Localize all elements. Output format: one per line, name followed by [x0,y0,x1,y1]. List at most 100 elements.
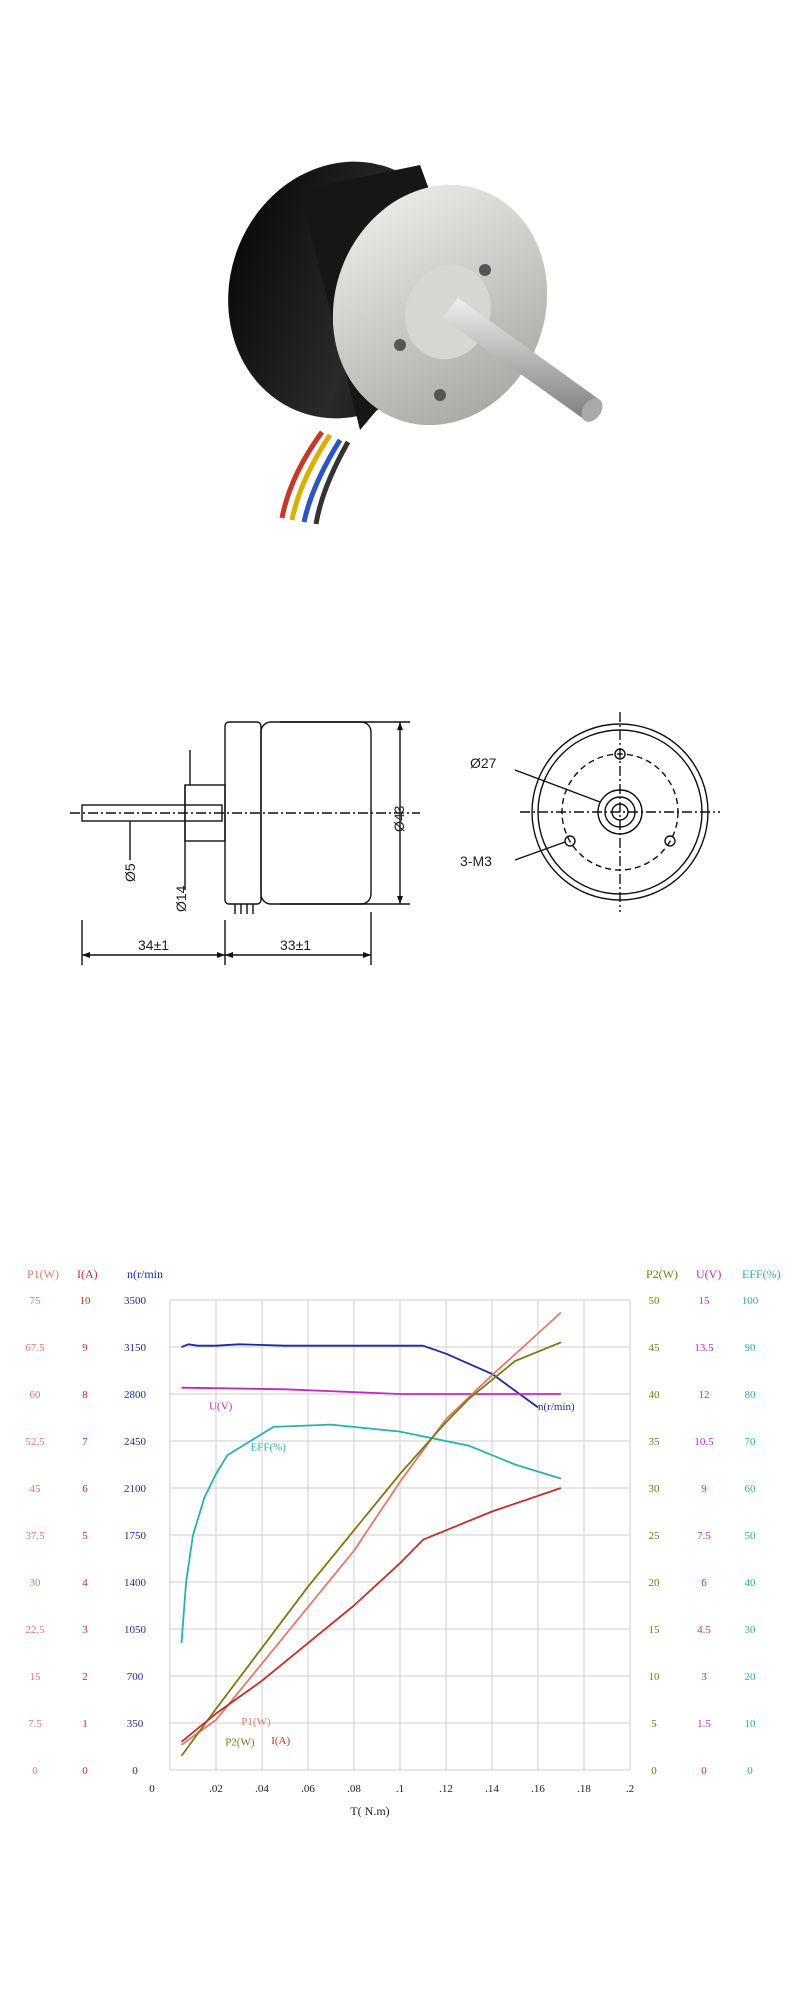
performance-chart: P1(W)07.51522.53037.54552.56067.575I(A)0… [25,1267,781,1818]
tick-label-n: 700 [127,1671,144,1683]
tick-label-P1: 60 [30,1389,42,1401]
tick-label-P2: 40 [649,1389,661,1401]
tick-label-U: 13.5 [694,1342,714,1354]
tick-label-P2: 0 [651,1765,657,1777]
tick-label-P1: 22.5 [25,1624,45,1636]
axis-label-P2: P2(W) [646,1267,678,1281]
axis-label-n: n(r/min [127,1267,163,1281]
tick-label-P1: 67.5 [25,1342,45,1354]
x-tick-label: 0 [149,1783,155,1795]
right-axes: P2(W)05101520253035404550U(V)01.534.567.… [646,1267,781,1777]
axis-label-I: I(A) [77,1267,98,1281]
tick-label-I: 3 [82,1624,88,1636]
tick-label-P2: 10 [649,1671,661,1683]
tick-label-I: 2 [82,1671,88,1683]
tick-label-P1: 30 [30,1577,42,1589]
series-line-P1 [180,1311,562,1746]
tick-label-I: 7 [82,1436,88,1448]
tick-label-P2: 45 [649,1342,661,1354]
tick-label-n: 2100 [124,1483,147,1495]
tick-label-I: 4 [82,1577,88,1589]
tick-label-I: 9 [82,1342,88,1354]
tick-label-U: 10.5 [694,1436,714,1448]
tick-label-n: 0 [132,1765,138,1777]
series-line-n [181,1343,539,1409]
x-tick-label: .08 [347,1783,361,1795]
x-axis-title: T( N.m) [350,1804,389,1818]
x-tick-label: .12 [439,1783,453,1795]
tick-label-P1: 15 [30,1671,42,1683]
series-annotation: P1(W) [241,1716,271,1728]
axis-label-P1: P1(W) [27,1267,59,1281]
tick-label-P1: 52.5 [25,1436,45,1448]
tick-label-I: 8 [82,1389,88,1401]
tick-label-n: 1050 [124,1624,147,1636]
tick-label-U: 6 [701,1577,707,1589]
dim-shaft-diameter: Ø5 [122,863,138,882]
tick-label-I: 10 [80,1295,92,1307]
tick-label-U: 3 [701,1671,707,1683]
tick-label-U: 4.5 [697,1624,711,1636]
tick-label-U: 1.5 [697,1718,711,1730]
x-tick-label: .06 [301,1783,315,1795]
tick-label-P2: 20 [649,1577,661,1589]
tick-label-n: 1750 [124,1530,147,1542]
chart-grid [169,1299,631,1771]
tick-label-n: 2800 [124,1389,147,1401]
motor-shaft [442,298,603,422]
series-annotation: EFF(%) [251,1441,287,1453]
tick-label-n: 3500 [124,1295,147,1307]
tick-label-EFF: 0 [747,1765,753,1777]
tick-label-P2: 30 [649,1483,661,1495]
tick-label-n: 2450 [124,1436,147,1448]
dim-shaft-length: 34±1 [138,937,169,953]
tick-label-U: 0 [701,1765,707,1777]
axis-label-EFF: EFF(%) [742,1267,781,1281]
series-annotation: I(A) [271,1735,290,1747]
tick-label-P2: 25 [649,1530,661,1542]
tick-label-P1: 37.5 [25,1530,45,1542]
tick-label-U: 7.5 [697,1530,711,1542]
tick-label-EFF: 70 [745,1436,757,1448]
series-annotations: n(r/min)U(V)EFF(%)P1(W)P2(W)I(A) [209,1401,575,1749]
tick-label-P1: 45 [30,1483,42,1495]
series-line-U [181,1386,561,1395]
x-tick-label: .02 [209,1783,223,1795]
tick-label-P1: 7.5 [28,1718,42,1730]
x-tick-label: .04 [255,1783,269,1795]
tick-label-EFF: 20 [745,1671,757,1683]
tick-label-U: 15 [699,1295,711,1307]
series-line-EFF [180,1423,562,1644]
tick-label-I: 6 [82,1483,88,1495]
tick-label-I: 5 [82,1530,88,1542]
chart-series [180,1311,562,1757]
tick-label-P2: 15 [649,1624,661,1636]
tick-label-EFF: 90 [745,1342,757,1354]
x-tick-label: .2 [626,1783,634,1795]
axis-label-U: U(V) [696,1267,721,1281]
front-view [514,712,720,912]
series-line-I [180,1487,562,1743]
x-tick-label: .1 [396,1783,404,1795]
tick-label-n: 3150 [124,1342,147,1354]
dim-body-length: 33±1 [280,937,311,953]
left-axes: P1(W)07.51522.53037.54552.56067.575I(A)0… [25,1267,163,1777]
tick-label-EFF: 80 [745,1389,757,1401]
motor-wires [279,430,351,525]
dim-body-diameter: Ø43 [391,805,407,832]
motor-body [228,161,548,430]
tick-label-P2: 35 [649,1436,661,1448]
series-annotation: n(r/min) [538,1401,575,1413]
tick-label-EFF: 10 [745,1718,757,1730]
motor-photo [228,161,603,525]
tick-label-U: 12 [699,1389,710,1401]
tick-label-EFF: 60 [745,1483,757,1495]
tick-label-I: 1 [82,1718,88,1730]
dimension-drawing: 34±1 33±1 Ø5 Ø14 Ø43 Ø27 3-M3 [70,712,720,965]
tick-label-I: 0 [82,1765,88,1777]
tick-label-EFF: 40 [745,1577,757,1589]
tick-label-P2: 50 [649,1295,661,1307]
tick-label-P1: 75 [30,1295,42,1307]
tick-label-EFF: 30 [745,1624,757,1636]
dim-hub-diameter: Ø14 [173,885,189,912]
